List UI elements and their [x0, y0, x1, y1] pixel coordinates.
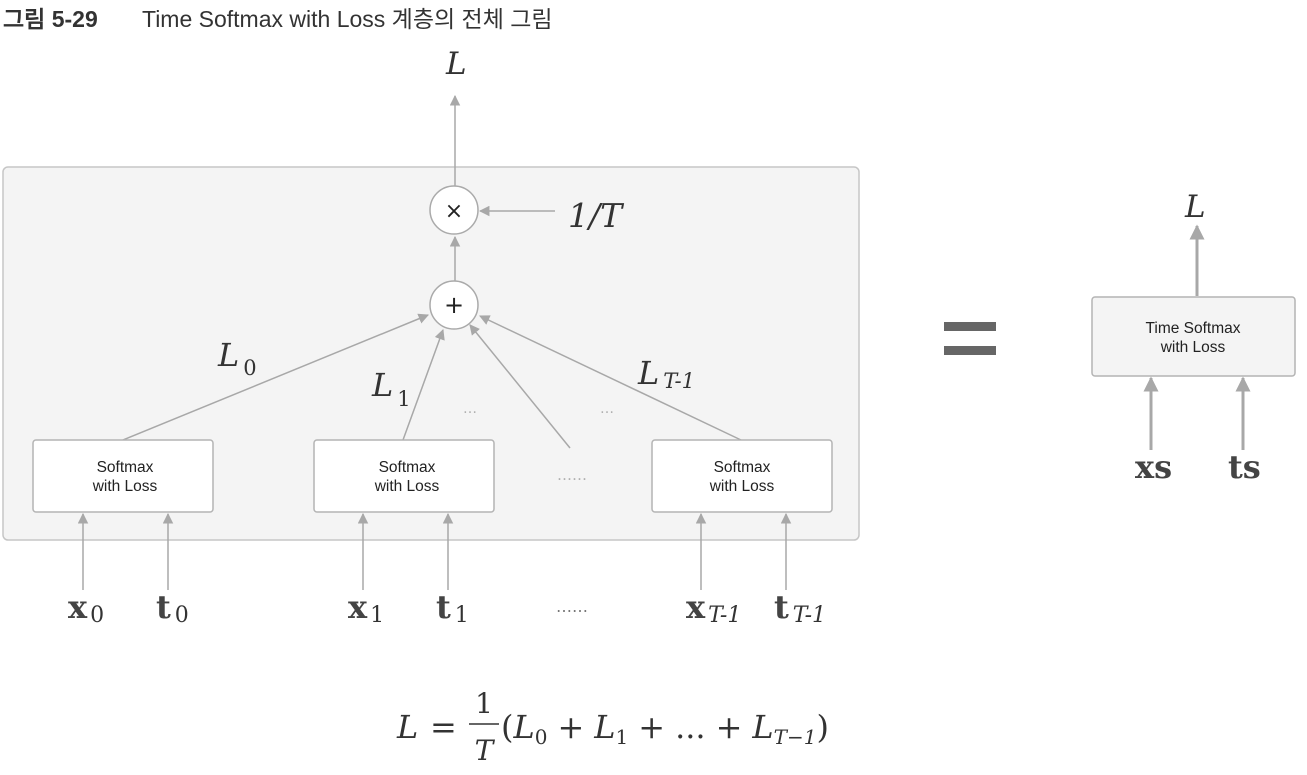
- formula-lhs: L: [396, 708, 418, 746]
- ellipsis-inputs: ……: [556, 597, 588, 616]
- softmax-box-last-line1: Softmax: [714, 459, 771, 476]
- scale-label: 1/T: [568, 196, 625, 235]
- softmax-box-1-line2: with Loss: [374, 478, 440, 495]
- formula-numerator: 1: [475, 687, 493, 720]
- time-graph-container: [2, 166, 860, 541]
- time-softmax-line1: Time Softmax: [1145, 320, 1240, 337]
- figure-label: 그림 5-29: [3, 6, 98, 32]
- equals-sign: [944, 322, 996, 355]
- ellipsis-arrow-2: …: [600, 401, 614, 417]
- ellipsis-boxes: ……: [557, 466, 587, 484]
- summary-input-ts: ts: [1228, 448, 1261, 486]
- loss-arrow-middle: [469, 324, 571, 449]
- softmax-box-0: Softmax with Loss: [32, 439, 214, 513]
- formula-denominator: T: [475, 734, 496, 767]
- formula-equals: =: [430, 708, 457, 746]
- summary-input-xs: xs: [1135, 448, 1172, 486]
- multiply-node: ×: [429, 185, 479, 235]
- softmax-box-1: Softmax with Loss: [313, 439, 495, 513]
- figure-caption: 그림 5-29 Time Softmax with Loss 계층의 전체 그림: [3, 6, 553, 32]
- plus-symbol: +: [444, 291, 464, 319]
- multiply-symbol: ×: [445, 199, 463, 224]
- softmax-box-last: Softmax with Loss: [651, 439, 833, 513]
- softmax-box-1-line1: Softmax: [379, 459, 436, 476]
- time-softmax-box: Time Softmax with Loss: [1091, 296, 1296, 377]
- loss-arrow-last: [479, 315, 742, 441]
- softmax-box-0-line1: Softmax: [97, 459, 154, 476]
- softmax-box-0-line2: with Loss: [92, 478, 158, 495]
- output-label: L: [445, 46, 467, 82]
- formula-terms: (L0+L1+...+LT−1): [501, 708, 829, 749]
- loss-arrow-0: [122, 313, 429, 441]
- loss-arrow-1: [402, 329, 445, 441]
- figure-title: Time Softmax with Loss 계층의 전체 그림: [142, 6, 553, 32]
- ellipsis-arrow-1: …: [463, 401, 477, 417]
- plus-node: +: [429, 280, 479, 330]
- time-softmax-line2: with Loss: [1160, 339, 1226, 356]
- loss-formula: L = 1 T (L0+L1+...+LT−1): [396, 687, 829, 767]
- softmax-box-last-line2: with Loss: [709, 478, 775, 495]
- summary-output-label: L: [1184, 189, 1206, 225]
